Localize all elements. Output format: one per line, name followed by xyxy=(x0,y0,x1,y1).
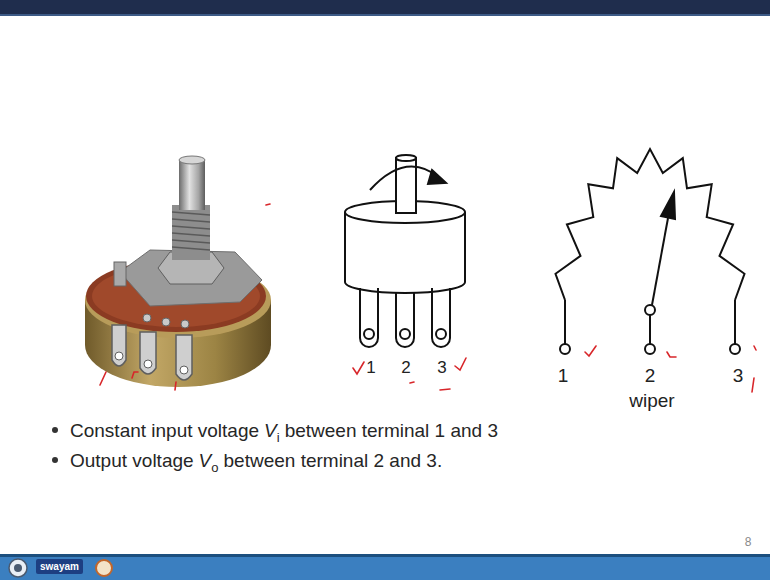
subscript: o xyxy=(211,460,218,476)
logo-circle xyxy=(96,560,112,576)
potentiometer-outline xyxy=(345,155,465,347)
bottom-stripe xyxy=(0,554,770,557)
bottom-bar xyxy=(0,557,770,580)
logo-circle xyxy=(9,559,27,577)
terminal-number: 3 xyxy=(733,366,744,385)
bullet-line: Constant input voltageVi between terminal… xyxy=(52,420,498,443)
subscript: i xyxy=(277,430,280,446)
voltage-symbol: V xyxy=(264,420,277,443)
bullet-dot xyxy=(52,427,58,433)
logo-core xyxy=(14,564,22,572)
terminal-number: 2 xyxy=(645,366,656,385)
voltage-symbol: V xyxy=(199,450,212,473)
terminal-number: 1 xyxy=(558,366,569,385)
bullet-text: Constant input voltage xyxy=(70,420,259,443)
terminal-number: 2 xyxy=(401,359,410,376)
logo-badge: swayam xyxy=(36,559,83,574)
bullet-line: Output voltageVo between terminal 2 and 3… xyxy=(52,450,442,473)
resistor-symbol xyxy=(556,149,745,354)
page-number: 8 xyxy=(745,536,752,548)
bullet-text: between terminal 1 and 3 xyxy=(285,420,498,443)
terminal-number: 1 xyxy=(366,359,375,376)
terminal-number: 3 xyxy=(437,359,446,376)
potentiometer-photo xyxy=(85,156,271,387)
wiper-label: wiper xyxy=(629,391,674,410)
bullet-dot xyxy=(52,457,58,463)
bullet-text: between terminal 2 and 3. xyxy=(224,450,443,473)
top-stripe xyxy=(0,14,770,16)
annotation-ticks xyxy=(100,204,756,392)
top-bar xyxy=(0,0,770,14)
bullet-text: Output voltage xyxy=(70,450,194,473)
